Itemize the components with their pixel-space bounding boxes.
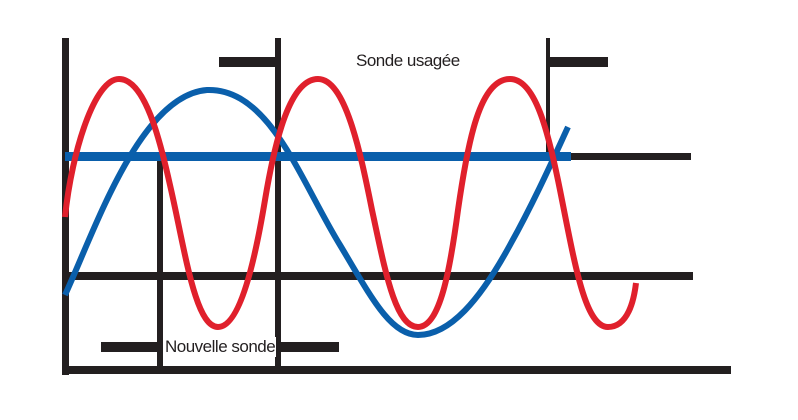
upper-threshold-line-blue	[65, 152, 571, 161]
vertical-marker-center	[275, 38, 281, 369]
top-bar-left	[219, 57, 278, 67]
vertical-marker-new-start	[157, 157, 163, 369]
new-probe-label: Nouvelle sonde	[164, 337, 277, 357]
red-waveform	[62, 75, 639, 331]
bottom-bar-left	[101, 342, 160, 352]
bottom-axis	[62, 366, 731, 374]
vertical-marker-used-end	[546, 38, 550, 158]
blue-waveform	[62, 86, 571, 339]
top-bar-right	[548, 57, 608, 67]
bottom-bar-right	[278, 342, 339, 352]
lower-threshold-line	[65, 272, 693, 280]
upper-threshold-line-black	[565, 153, 691, 160]
used-probe-label: Sonde usagée	[356, 51, 460, 70]
